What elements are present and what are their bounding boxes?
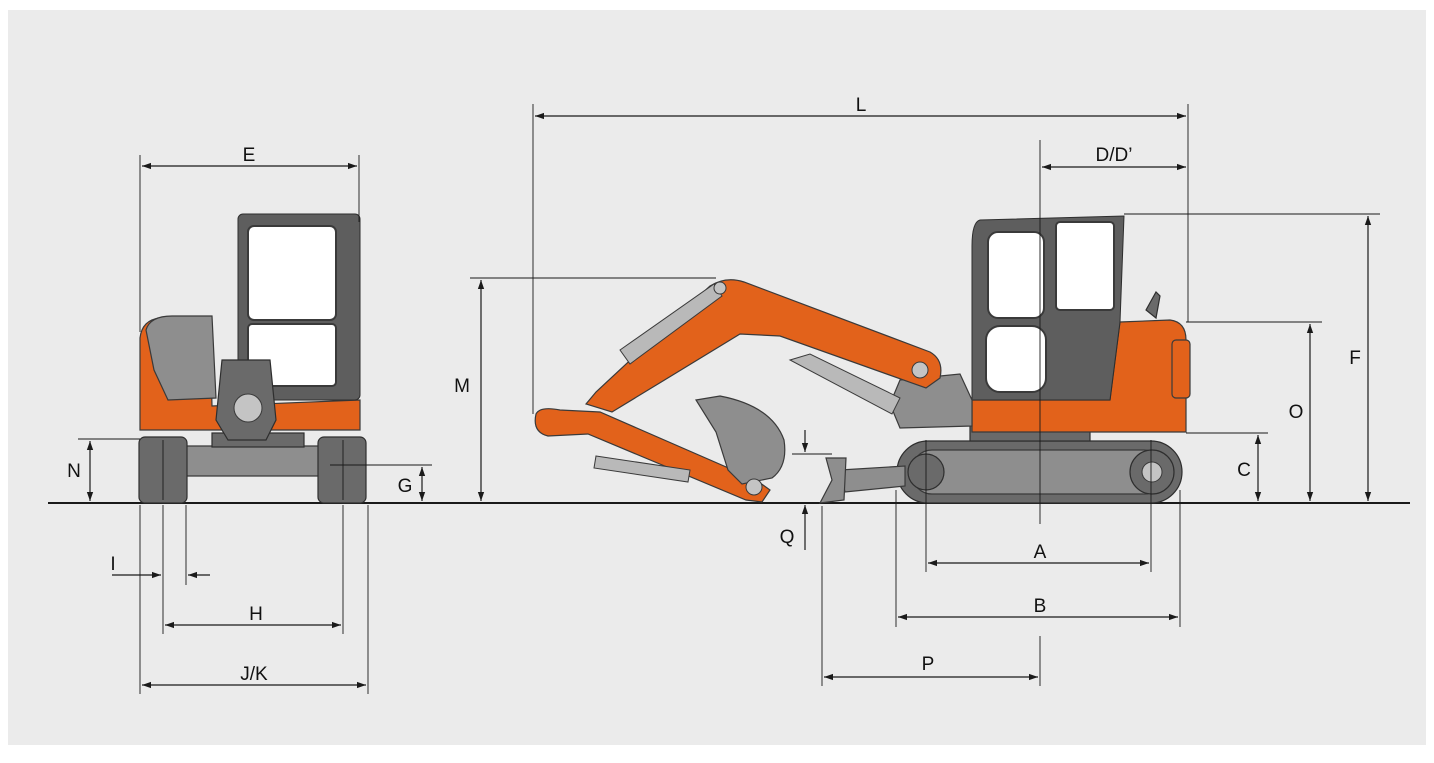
side-view-excavator [534, 215, 1191, 504]
arm [534, 408, 771, 503]
label-DD: D/D’ [1096, 145, 1133, 166]
label-B: B [1034, 596, 1047, 617]
boom-foot-pin [911, 361, 929, 379]
boom-head-pin [713, 281, 727, 295]
sprocket-hub [1141, 461, 1163, 483]
side-track-frame [911, 449, 1165, 495]
boom-cylinder [788, 353, 901, 415]
exhaust-stack [1145, 291, 1161, 320]
dimension-lines [78, 104, 1380, 694]
front-cab-window-upper [247, 225, 337, 321]
label-A: A [1034, 542, 1047, 563]
dozer-blade [818, 457, 847, 504]
label-O: O [1289, 402, 1304, 423]
arm-cylinder [619, 283, 723, 365]
bucket-cylinder [593, 455, 691, 483]
counterweight-light [1171, 339, 1191, 399]
front-right-track [317, 436, 367, 504]
front-undercarriage [173, 445, 343, 477]
label-Q: Q [780, 527, 795, 548]
label-H: H [249, 604, 263, 625]
bucket-pin [745, 478, 763, 496]
front-swing-pin [233, 393, 263, 423]
front-engine-hood [145, 315, 217, 401]
side-cab-door-window-lower [985, 325, 1047, 393]
side-cab-rear-window [1055, 221, 1115, 311]
label-M: M [454, 376, 470, 397]
label-N: N [67, 461, 81, 482]
label-G: G [398, 476, 413, 497]
front-view-excavator [138, 213, 367, 504]
side-cab-door-window-upper [987, 231, 1045, 319]
label-P: P [922, 654, 935, 675]
label-L: L [856, 95, 867, 116]
label-C: C [1237, 460, 1251, 481]
label-I: I [110, 554, 115, 575]
bucket [695, 395, 786, 485]
label-JK: J/K [240, 664, 268, 685]
label-F: F [1349, 348, 1361, 369]
label-E: E [243, 145, 256, 166]
